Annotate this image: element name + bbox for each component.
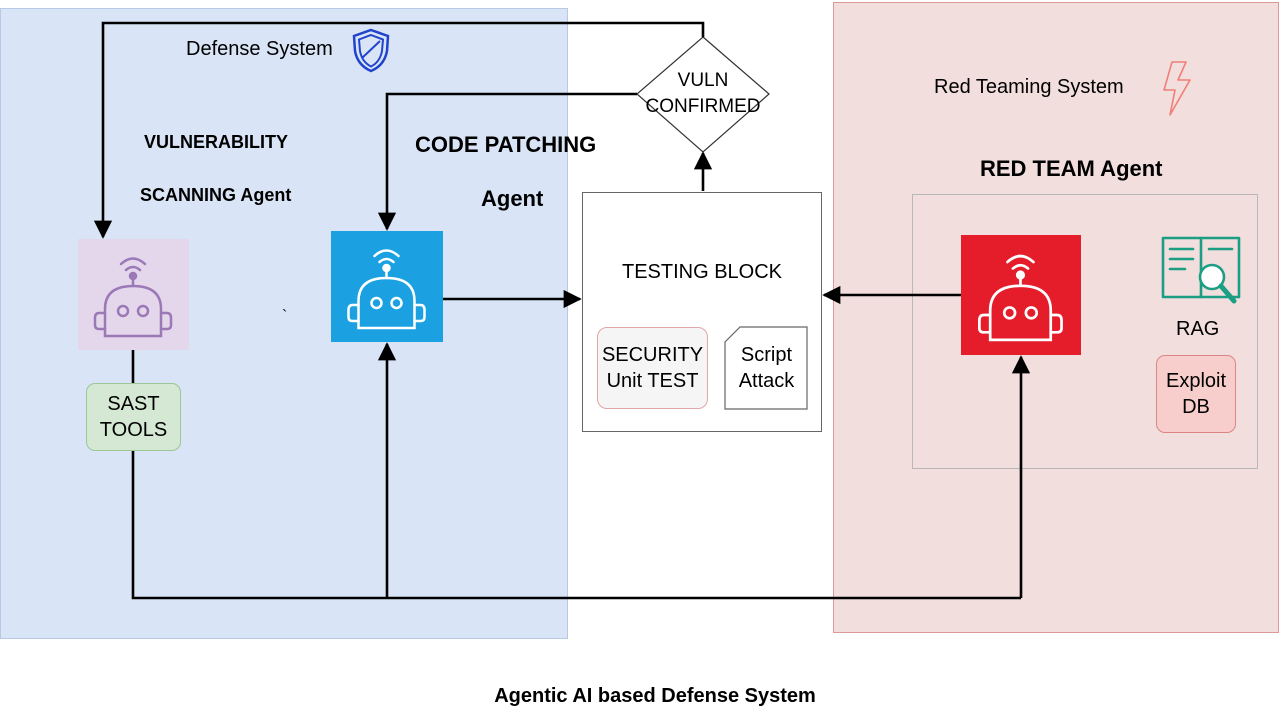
patcher-agent-title-line1: CODE PATCHING: [415, 132, 597, 157]
rag-label: RAG: [1176, 318, 1220, 340]
patcher-agent-title-line2: Agent: [481, 186, 544, 211]
vuln-confirmed-label[interactable]: VULN CONFIRMED: [645, 70, 761, 117]
scanner-agent-title-line2: SCANNING Agent: [140, 185, 292, 205]
connector-diamond-to-patcher: [377, 92, 637, 231]
exploit-db-box[interactable]: Exploit DB: [1156, 355, 1236, 433]
scanner-agent-title-line1: VULNERABILITY: [144, 132, 288, 152]
rag-search-icon: [1161, 236, 1241, 304]
code-patching-agent[interactable]: [331, 231, 443, 342]
red-teaming-system-title: Red Teaming System: [934, 76, 1124, 98]
robot-icon: [347, 249, 426, 330]
defense-system-title: Defense System: [186, 38, 333, 60]
shield-icon: [352, 28, 390, 73]
red-team-agent-title: RED TEAM Agent: [980, 156, 1163, 181]
security-unit-test-box[interactable]: SECURITY Unit TEST: [597, 327, 708, 409]
sast-tools-box[interactable]: SAST TOOLS: [86, 383, 181, 451]
connector-sast-bottom: [131, 451, 1021, 600]
script-attack-shape: [724, 326, 808, 410]
stray-mark: `: [282, 308, 288, 325]
vulnerability-scanning-agent[interactable]: [78, 239, 189, 350]
script-attack-box[interactable]: Script Attack: [738, 344, 795, 392]
robot-icon: [978, 254, 1063, 342]
connector-diamond-to-scanner: [93, 21, 705, 239]
robot-icon: [93, 257, 173, 338]
red-team-agent-container: [912, 194, 1258, 469]
red-team-agent[interactable]: [961, 235, 1081, 355]
testing-block-title: TESTING BLOCK: [621, 261, 783, 283]
diagram-caption: Agentic AI based Defense System: [494, 685, 816, 707]
lightning-icon: [1163, 61, 1191, 116]
